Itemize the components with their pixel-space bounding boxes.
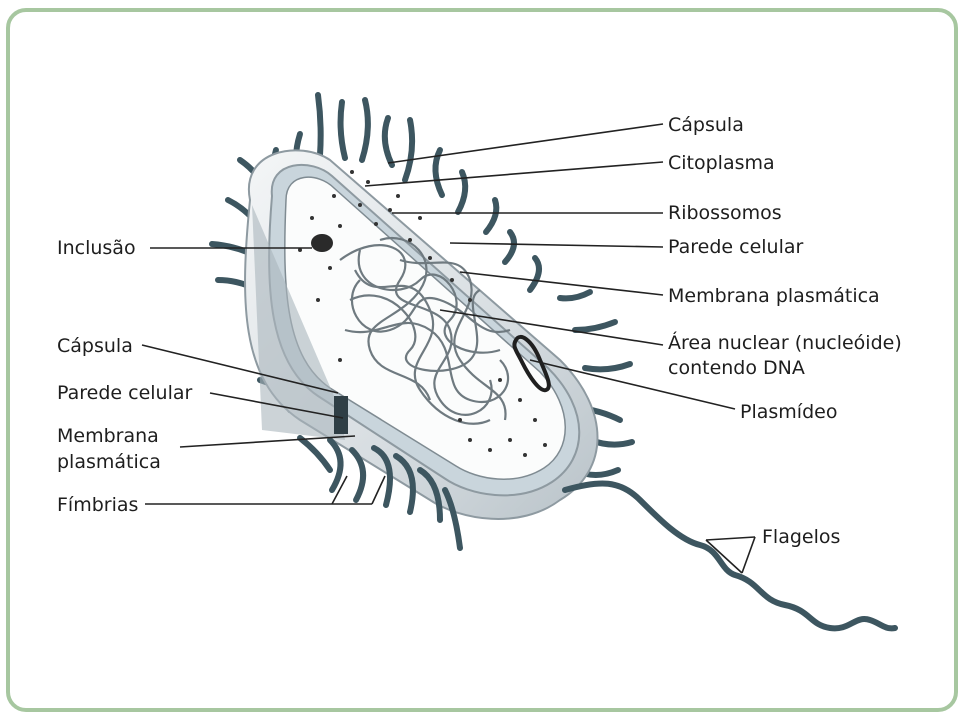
label-flagelos: Flagelos [762,526,840,548]
label-citoplasma: Citoplasma [668,152,775,174]
label-membrana-left-line2: plasmática [57,451,161,473]
label-capsula-left: Cápsula [57,335,133,357]
inclusion [311,234,333,252]
label-fimbrias: Fímbrias [57,494,138,516]
label-parede-celular-left: Parede celular [57,382,192,404]
label-ribossomos: Ribossomos [668,202,782,224]
label-capsula-right: Cápsula [668,114,744,136]
label-membrana-plasmatica-right: Membrana plasmática [668,285,880,307]
label-area-nuclear-line1: Área nuclear (nucleóide) [668,331,902,354]
label-membrana-left-line1: Membrana [57,425,159,447]
label-inclusao: Inclusão [57,237,136,259]
label-plasmideo: Plasmídeo [740,401,837,423]
label-parede-celular-right: Parede celular [668,236,803,258]
label-area-nuclear-line2: contendo DNA [668,357,805,379]
